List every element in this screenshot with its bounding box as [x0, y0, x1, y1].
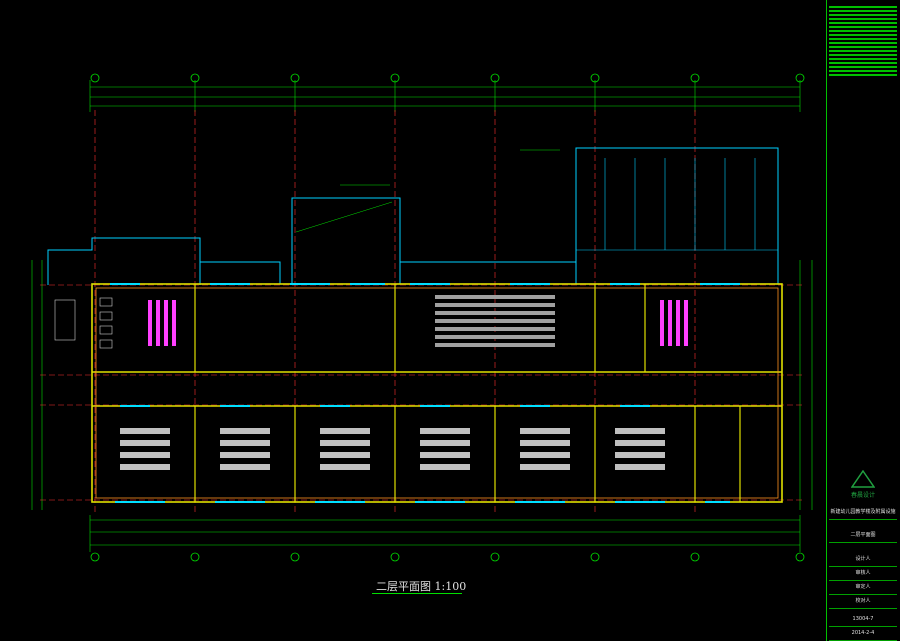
firm-logo-text: 春晨设计: [850, 492, 875, 499]
title-row-3: 审定人: [829, 580, 897, 595]
north-annex-outlines: [47, 147, 779, 285]
top-axis-bubbles: [90, 73, 805, 83]
sheet-title: 二层平面图: [829, 528, 897, 543]
drawing-title: 二层平面图 1:100: [376, 580, 467, 593]
project-name: 新建幼儿园教学楼及附属设施工程: [829, 505, 897, 520]
bottom-dimension-lines: [89, 515, 801, 552]
firm-logo-block: 春晨设计: [829, 469, 897, 499]
annotation-leaders: [295, 149, 560, 233]
side-dimension-lines: [31, 260, 813, 510]
classroom-furniture: [120, 428, 665, 470]
design-notes: [829, 4, 897, 184]
drawing-date: 2014-2-4: [829, 626, 897, 641]
title-row-2: 审核人: [829, 566, 897, 581]
top-dimension-lines: [89, 80, 801, 112]
cross-walls: [194, 284, 741, 502]
inner-wall-lines: [95, 287, 779, 499]
title-row-1: 设计人: [829, 552, 897, 567]
bottom-axis-bubbles: [90, 552, 805, 562]
title-underline: [372, 593, 462, 594]
lecture-hall-seats: [435, 295, 555, 347]
triangle-logo-icon: [850, 469, 876, 488]
title-row-4: 校对人: [829, 594, 897, 609]
drawing-number: 13004-7: [829, 612, 897, 627]
title-block: [826, 0, 900, 641]
stairwells: [148, 300, 688, 346]
restroom-fixtures: [54, 297, 113, 349]
annex-partitions: [576, 158, 778, 251]
window-markers: [110, 283, 740, 503]
